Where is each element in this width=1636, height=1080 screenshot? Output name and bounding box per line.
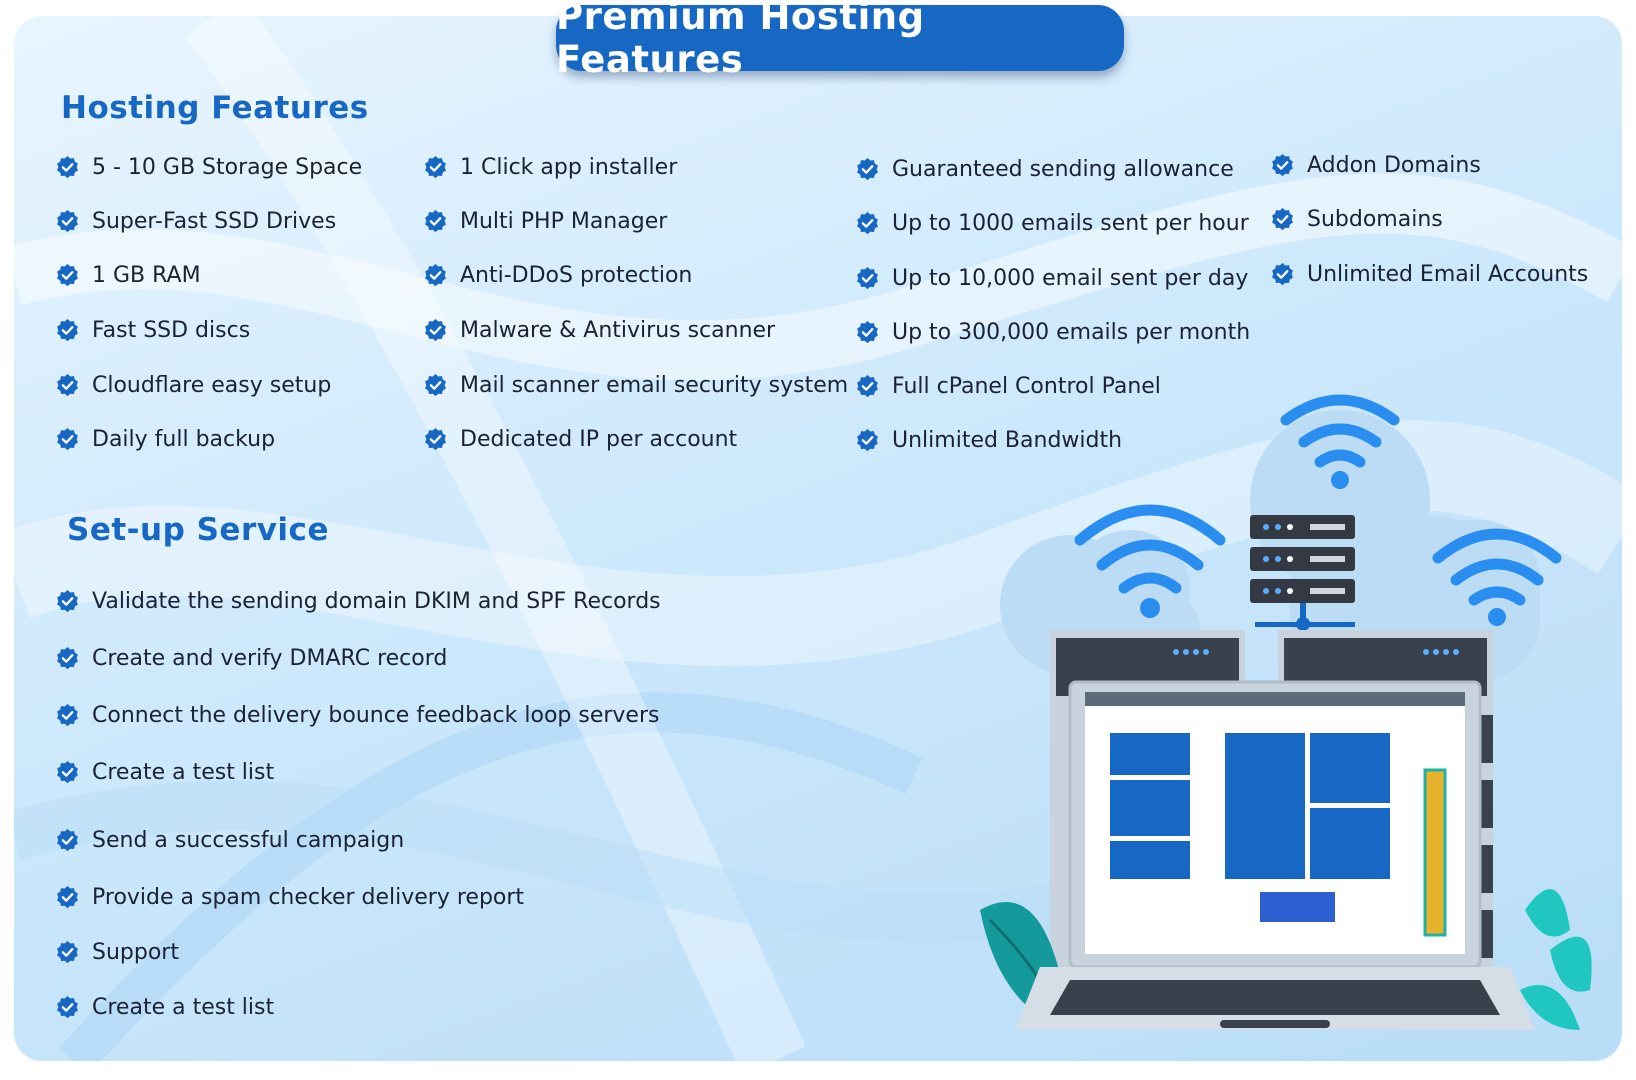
feature-label: Dedicated IP per account bbox=[460, 427, 738, 452]
verified-badge-icon bbox=[57, 264, 78, 287]
feature-label: Unlimited Bandwidth bbox=[892, 428, 1123, 453]
verified-badge-icon bbox=[57, 829, 78, 852]
list-item: Full cPanel Control Panel bbox=[855, 374, 1161, 399]
setup-label: Create and verify DMARC record bbox=[92, 646, 448, 671]
verified-badge-icon bbox=[857, 321, 878, 344]
verified-badge-icon bbox=[425, 264, 446, 287]
list-item: Send a successful campaign bbox=[55, 828, 404, 853]
feature-label: Super-Fast SSD Drives bbox=[92, 209, 337, 234]
feature-label: Up to 10,000 email sent per day bbox=[892, 266, 1249, 291]
verified-badge-icon bbox=[57, 210, 78, 233]
feature-label: 5 - 10 GB Storage Space bbox=[92, 155, 363, 180]
setup-label: Connect the delivery bounce feedback loo… bbox=[92, 703, 660, 728]
feature-label: Up to 300,000 emails per month bbox=[892, 320, 1251, 345]
verified-badge-icon bbox=[425, 374, 446, 397]
verified-badge-icon bbox=[57, 590, 78, 613]
list-item: Anti-DDoS protection bbox=[423, 263, 692, 288]
setup-label: Send a successful campaign bbox=[92, 828, 405, 853]
page-title: Premium Hosting Features bbox=[556, 0, 1124, 81]
verified-badge-icon bbox=[857, 375, 878, 398]
feature-label: Unlimited Email Accounts bbox=[1307, 262, 1589, 287]
list-item: Super-Fast SSD Drives bbox=[55, 209, 336, 234]
list-item: Unlimited Email Accounts bbox=[1270, 262, 1588, 287]
list-item: Validate the sending domain DKIM and SPF… bbox=[55, 589, 661, 614]
setup-label: Create a test list bbox=[92, 995, 275, 1020]
setup-label: Support bbox=[92, 940, 179, 965]
verified-badge-icon bbox=[57, 761, 78, 784]
verified-badge-icon bbox=[1272, 154, 1293, 177]
verified-badge-icon bbox=[57, 996, 78, 1019]
verified-badge-icon bbox=[1272, 263, 1293, 286]
list-item: Guaranteed sending allowance bbox=[855, 157, 1234, 182]
list-item: Create and verify DMARC record bbox=[55, 646, 447, 671]
verified-badge-icon bbox=[57, 886, 78, 909]
verified-badge-icon bbox=[57, 941, 78, 964]
setup-label: Create a test list bbox=[92, 760, 275, 785]
leaf-icon bbox=[980, 889, 1592, 1030]
hosting-illustration bbox=[980, 394, 1592, 1030]
list-item: Fast SSD discs bbox=[55, 318, 250, 343]
feature-label: Fast SSD discs bbox=[92, 318, 251, 343]
list-item: Provide a spam checker delivery report bbox=[55, 885, 524, 910]
feature-label: Cloudflare easy setup bbox=[92, 373, 332, 398]
verified-badge-icon bbox=[57, 428, 78, 451]
feature-label: Subdomains bbox=[1307, 207, 1443, 232]
list-item: Malware & Antivirus scanner bbox=[423, 318, 775, 343]
verified-badge-icon bbox=[425, 319, 446, 342]
verified-badge-icon bbox=[57, 704, 78, 727]
list-item: Up to 1000 emails sent per hour bbox=[855, 211, 1249, 236]
background-waves bbox=[14, 16, 1622, 1061]
list-item: Unlimited Bandwidth bbox=[855, 428, 1122, 453]
feature-label: Up to 1000 emails sent per hour bbox=[892, 211, 1249, 236]
feature-label: Daily full backup bbox=[92, 427, 276, 452]
feature-label: Multi PHP Manager bbox=[460, 209, 668, 234]
list-item: Dedicated IP per account bbox=[423, 427, 737, 452]
setup-service-heading: Set-up Service bbox=[67, 512, 329, 548]
list-item: Cloudflare easy setup bbox=[55, 373, 331, 398]
feature-label: Malware & Antivirus scanner bbox=[460, 318, 776, 343]
list-item: Multi PHP Manager bbox=[423, 209, 667, 234]
list-item: Support bbox=[55, 940, 179, 965]
verified-badge-icon bbox=[857, 212, 878, 235]
feature-label: Mail scanner email security system bbox=[460, 373, 849, 398]
list-item: Addon Domains bbox=[1270, 153, 1481, 178]
verified-badge-icon bbox=[425, 210, 446, 233]
setup-label: Validate the sending domain DKIM and SPF… bbox=[92, 589, 661, 614]
feature-label: Full cPanel Control Panel bbox=[892, 374, 1161, 399]
list-item: 1 Click app installer bbox=[423, 155, 677, 180]
setup-label: Provide a spam checker delivery report bbox=[92, 885, 525, 910]
list-item: Daily full backup bbox=[55, 427, 275, 452]
wifi-icon bbox=[1432, 528, 1562, 606]
list-item: Create a test list bbox=[55, 995, 274, 1020]
verified-badge-icon bbox=[57, 156, 78, 179]
feature-label: 1 GB RAM bbox=[92, 263, 201, 288]
verified-badge-icon bbox=[425, 156, 446, 179]
verified-badge-icon bbox=[57, 647, 78, 670]
server-stack-icon bbox=[1250, 515, 1355, 631]
feature-label: Guaranteed sending allowance bbox=[892, 157, 1234, 182]
list-item: Create a test list bbox=[55, 760, 274, 785]
verified-badge-icon bbox=[425, 428, 446, 451]
verified-badge-icon bbox=[57, 319, 78, 342]
list-item: Up to 10,000 email sent per day bbox=[855, 266, 1248, 291]
list-item: Up to 300,000 emails per month bbox=[855, 320, 1250, 345]
verified-badge-icon bbox=[857, 158, 878, 181]
list-item: 1 GB RAM bbox=[55, 263, 201, 288]
laptop-icon bbox=[1015, 680, 1535, 1030]
feature-label: Anti-DDoS protection bbox=[460, 263, 693, 288]
verified-badge-icon bbox=[857, 429, 878, 452]
feature-label: Addon Domains bbox=[1307, 153, 1481, 178]
hosting-features-heading: Hosting Features bbox=[61, 90, 369, 126]
wifi-icon bbox=[1280, 394, 1400, 468]
verified-badge-icon bbox=[57, 374, 78, 397]
list-item: Connect the delivery bounce feedback loo… bbox=[55, 703, 659, 728]
list-item: 5 - 10 GB Storage Space bbox=[55, 155, 362, 180]
verified-badge-icon bbox=[857, 267, 878, 290]
list-item: Mail scanner email security system bbox=[423, 373, 848, 398]
list-item: Subdomains bbox=[1270, 207, 1443, 232]
verified-badge-icon bbox=[1272, 208, 1293, 231]
wifi-icon bbox=[1074, 504, 1226, 594]
feature-label: 1 Click app installer bbox=[460, 155, 678, 180]
